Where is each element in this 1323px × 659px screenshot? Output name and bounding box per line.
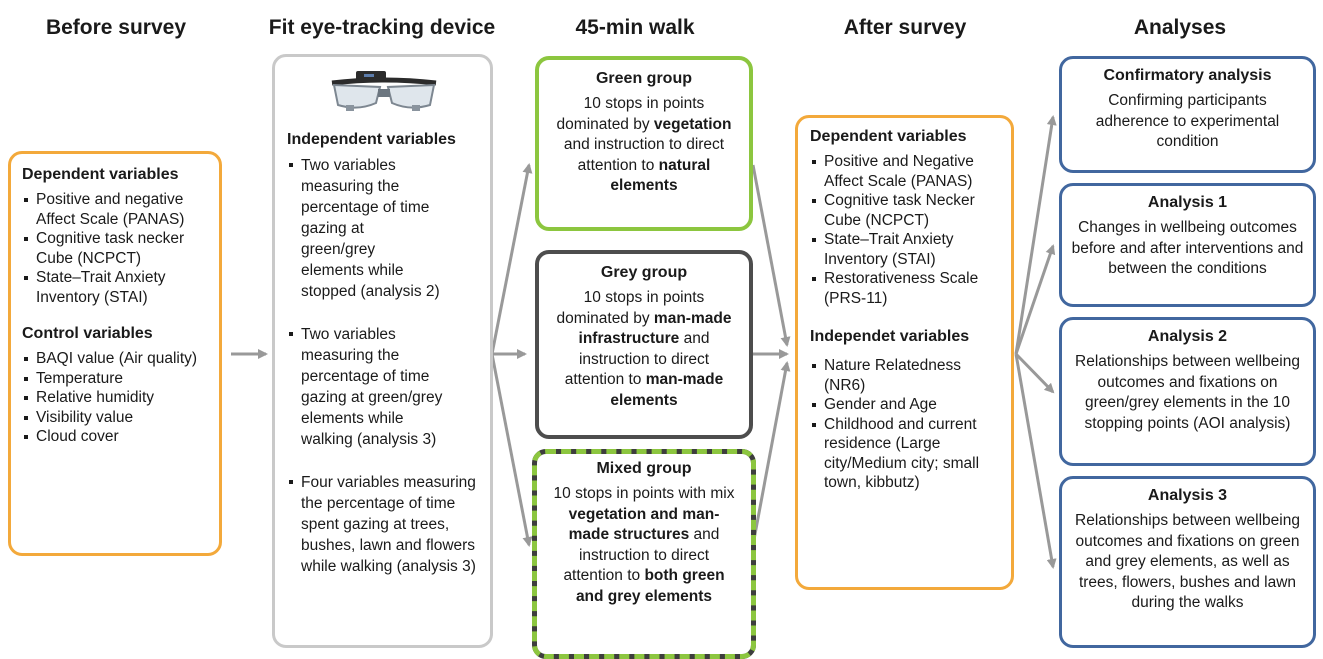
confirmatory-analysis-text: Confirming participants adherence to exp… bbox=[1095, 92, 1280, 150]
mixed-group-box: Mixed group 10 stops in points with mix … bbox=[532, 449, 756, 659]
mixed-group-title: Mixed group bbox=[596, 460, 692, 477]
arrow-after-to-a3 bbox=[1014, 353, 1057, 569]
before-dependent-list: Positive and negative Affect Scale (PANA… bbox=[22, 190, 209, 307]
list-item: Restorativeness Scale (PRS-11) bbox=[810, 269, 1001, 308]
green-group-box: Green group 10 stops in points dominated… bbox=[535, 56, 753, 231]
green-group-text: 10 stops in points dominated by vegetati… bbox=[556, 95, 732, 194]
list-item: Visibility value bbox=[22, 408, 209, 428]
arrow-fit-to-mixed bbox=[490, 353, 533, 547]
list-item: Cognitive task Necker Cube (NCPCT) bbox=[810, 191, 1001, 230]
after-dependent-list: Positive and Negative Affect Scale (PANA… bbox=[810, 152, 1001, 308]
before-survey-box: Dependent variables Positive and negativ… bbox=[8, 151, 222, 556]
before-dependent-title: Dependent variables bbox=[22, 166, 179, 183]
header-analyses: Analyses bbox=[1133, 16, 1227, 39]
analysis-1-title: Analysis 1 bbox=[1147, 194, 1228, 211]
list-item: Two variables measuring the percentage o… bbox=[287, 155, 480, 302]
before-control-list: BAQI value (Air quality) Temperature Rel… bbox=[22, 349, 209, 447]
fit-independent-list: Two variables measuring the percentage o… bbox=[287, 155, 480, 577]
arrow-after-to-a1 bbox=[1014, 244, 1056, 355]
grey-group-box: Grey group 10 stops in points dominated … bbox=[535, 250, 753, 439]
list-item: Temperature bbox=[22, 369, 209, 389]
green-group-title: Green group bbox=[595, 70, 692, 87]
analysis-3-title: Analysis 3 bbox=[1147, 487, 1228, 504]
confirmatory-analysis-box: Confirmatory analysis Confirming partici… bbox=[1059, 56, 1316, 173]
analysis-1-box: Analysis 1 Changes in wellbeing outcomes… bbox=[1059, 183, 1316, 307]
confirmatory-analysis-title: Confirmatory analysis bbox=[1103, 67, 1272, 84]
after-independent-title: Independet variables bbox=[810, 328, 970, 345]
fit-independent-title: Independent variables bbox=[287, 131, 456, 148]
list-item: State–Trait Anxiety Inventory (STAI) bbox=[810, 230, 1001, 269]
list-item: BAQI value (Air quality) bbox=[22, 349, 209, 369]
eye-tracking-glasses-icon bbox=[287, 69, 480, 121]
mixed-group-text: 10 stops in points with mix vegetation a… bbox=[553, 485, 735, 605]
analysis-3-box: Analysis 3 Relationships between wellbei… bbox=[1059, 476, 1316, 648]
header-fit-device: Fit eye-tracking device bbox=[268, 16, 496, 39]
after-dependent-title: Dependent variables bbox=[810, 128, 967, 145]
grey-group-text: 10 stops in points dominated by man-made… bbox=[556, 289, 732, 409]
analysis-1-text: Changes in wellbeing outcomes before and… bbox=[1071, 219, 1304, 277]
arrow-green-to-after bbox=[751, 164, 791, 347]
list-item: Four variables measuring the percentage … bbox=[287, 472, 480, 577]
header-walk: 45-min walk bbox=[575, 16, 695, 39]
fit-device-box: Independent variables Two variables meas… bbox=[272, 54, 493, 648]
after-survey-box: Dependent variables Positive and Negativ… bbox=[795, 115, 1014, 590]
list-item: Cognitive task necker Cube (NCPCT) bbox=[22, 229, 209, 268]
list-item: Two variables measuring the percentage o… bbox=[287, 324, 480, 450]
analysis-3-text: Relationships between wellbeing outcomes… bbox=[1075, 512, 1300, 611]
list-item: State–Trait Anxiety Inventory (STAI) bbox=[22, 268, 209, 307]
grey-group-title: Grey group bbox=[600, 264, 688, 281]
list-item: Cloud cover bbox=[22, 427, 209, 447]
arrow-mixed-to-after bbox=[751, 361, 791, 546]
list-item: Gender and Age bbox=[810, 395, 1001, 415]
list-item: Nature Relatedness (NR6) bbox=[810, 356, 1001, 395]
list-item: Positive and negative Affect Scale (PANA… bbox=[22, 190, 209, 229]
analysis-2-title: Analysis 2 bbox=[1147, 328, 1228, 345]
header-after-survey: After survey bbox=[843, 16, 967, 39]
analysis-2-box: Analysis 2 Relationships between wellbei… bbox=[1059, 317, 1316, 466]
list-item: Childhood and current residence (Large c… bbox=[810, 415, 1001, 493]
list-item: Positive and Negative Affect Scale (PANA… bbox=[810, 152, 1001, 191]
list-item: Relative humidity bbox=[22, 388, 209, 408]
header-before-survey: Before survey bbox=[45, 16, 187, 39]
after-independent-list: Nature Relatedness (NR6) Gender and Age … bbox=[810, 356, 1001, 493]
arrow-after-to-a2 bbox=[1014, 352, 1055, 394]
analysis-2-text: Relationships between wellbeing outcomes… bbox=[1075, 353, 1300, 432]
before-control-title: Control variables bbox=[22, 325, 153, 342]
arrow-fit-to-green bbox=[490, 163, 533, 355]
arrow-after-to-confirm bbox=[1014, 115, 1057, 355]
